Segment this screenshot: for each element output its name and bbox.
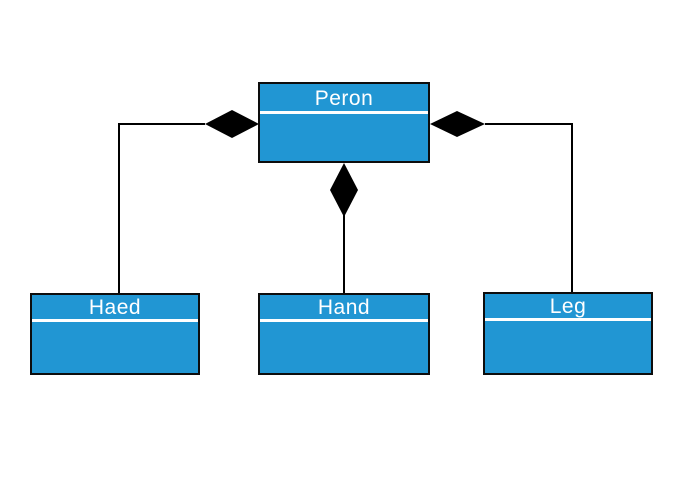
node-peron: Peron: [258, 82, 430, 163]
node-haed: Haed: [30, 293, 200, 375]
connector-peron-haed: [118, 123, 205, 293]
connector-peron-leg: [485, 123, 573, 292]
composition-diamond-right: [430, 111, 485, 137]
composition-diamond-bottom: [330, 163, 358, 217]
node-hand: Hand: [258, 293, 430, 375]
node-hand-title: Hand: [260, 295, 428, 322]
node-haed-title: Haed: [32, 295, 198, 322]
node-leg: Leg: [483, 292, 653, 375]
node-peron-title: Peron: [260, 84, 428, 114]
composition-diamond-left: [205, 110, 259, 138]
node-leg-title: Leg: [485, 294, 651, 321]
